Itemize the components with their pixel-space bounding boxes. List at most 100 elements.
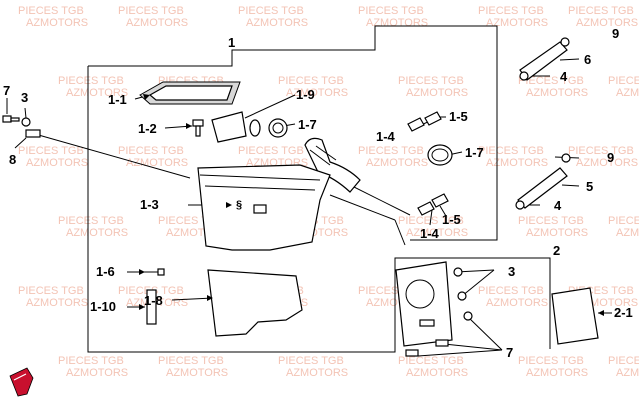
part-intake-hose: [304, 137, 361, 193]
callout-1: 1: [228, 35, 235, 50]
watermark-line2: AZMOTORS: [66, 87, 128, 99]
watermark-line2: AZMOTORS: [406, 227, 468, 239]
callout-3b: 3: [508, 264, 515, 279]
watermark-line1: PIECES TGB: [18, 285, 84, 297]
callout-1-3: 1-3: [140, 197, 159, 212]
watermark-line1: PIECES TGB: [398, 355, 464, 367]
watermark-line1: PIECES TGB: [18, 5, 84, 17]
callout-arrowheads: [139, 94, 604, 316]
callout-2-1: 2-1: [614, 305, 633, 320]
callout-1-1: 1-1: [108, 92, 127, 107]
watermark-line2: AZMOTORS: [126, 157, 188, 169]
watermark-line2: AZMOTORS: [126, 17, 188, 29]
callout-1-7b: 1-7: [465, 145, 484, 160]
part-bracket: [395, 261, 473, 357]
callout-2: 2: [553, 243, 560, 258]
watermark-line1: PIECES TGB: [238, 5, 304, 17]
assembly-1-boundary: [87, 66, 551, 353]
part-clamps-lower: [417, 193, 449, 216]
callout-5: 5: [586, 179, 593, 194]
callout-1-7a: 1-7: [298, 117, 317, 132]
watermark-line2: AZMOTORS: [66, 367, 128, 379]
watermark-line2: AZMOTORS: [166, 367, 228, 379]
watermark-line1: PIECES TGB: [478, 5, 544, 17]
part-hose-5: [515, 153, 571, 210]
watermark-line2: AZMOTORS: [26, 17, 88, 29]
watermark-line1: PIECES TGB: [518, 355, 584, 367]
callout-4b: 4: [554, 198, 562, 213]
watermark-line1: PIECES TGB: [478, 285, 544, 297]
callout-1-4b: 1-4: [420, 226, 440, 241]
callout-8: 8: [9, 152, 16, 167]
callout-1-5a: 1-5: [449, 109, 468, 124]
watermark-line2: AZMOTORS: [406, 87, 468, 99]
part-filter-lid: [139, 81, 241, 105]
watermark-line1: PIECES TGB: [18, 145, 84, 157]
watermark-line2: AZMOTORS: [486, 157, 548, 169]
watermark-line1: PIECES TGB: [278, 75, 344, 87]
watermark-line2: AZMOTORS: [26, 157, 88, 169]
callout-1-9: 1-9: [296, 87, 315, 102]
watermark-line2: AZMOTORS: [616, 367, 639, 379]
part-filter-element: [211, 111, 261, 143]
watermark-line2: AZMOTORS: [26, 297, 88, 309]
watermark-line2: AZMOTORS: [526, 367, 588, 379]
part-bottom-cover: [207, 269, 303, 337]
watermark-line2: AZMOTORS: [66, 227, 128, 239]
watermark-line1: PIECES TGB: [58, 215, 124, 227]
shield-logo-icon: [9, 367, 34, 397]
watermark-line2: AZMOTORS: [616, 227, 639, 239]
callout-7a: 7: [3, 83, 10, 98]
watermark-line2: AZMOTORS: [286, 87, 348, 99]
part-sensor-1-6: [145, 268, 165, 276]
watermark-line2: AZMOTORS: [526, 227, 588, 239]
watermark-line2: AZMOTORS: [486, 17, 548, 29]
callout-4a: 4: [560, 69, 568, 84]
watermark-line1: PIECES TGB: [518, 215, 584, 227]
part-airbox-body: §: [197, 164, 331, 251]
watermark-line1: PIECES TGB: [358, 145, 424, 157]
watermark-line1: PIECES TGB: [158, 355, 224, 367]
callout-1-4a: 1-4: [376, 129, 396, 144]
watermark-line1: PIECES TGB: [608, 355, 639, 367]
callout-labels: 1 1-1 1-2 1-9 1-7 1-3 1-4 1-5 1-7 1-5 1-…: [3, 26, 633, 360]
watermark-line2: AZMOTORS: [366, 157, 428, 169]
watermark-line1: PIECES TGB: [278, 355, 344, 367]
watermark-line1: PIECES TGB: [518, 75, 584, 87]
watermark-line2: AZMOTORS: [576, 17, 638, 29]
part-clamp-ring-1-7b: [427, 144, 453, 166]
watermark-line1: PIECES TGB: [58, 75, 124, 87]
callout-1-2: 1-2: [138, 121, 157, 136]
part-hose-6: [519, 37, 570, 81]
callout-3a: 3: [21, 90, 28, 105]
watermark-line1: PIECES TGB: [118, 5, 184, 17]
watermark-line1: PIECES TGB: [398, 75, 464, 87]
watermark-line2: AZMOTORS: [576, 157, 638, 169]
part-bolt-left: [2, 115, 41, 138]
part-drain-tube: [146, 289, 157, 325]
watermark-line1: PIECES TGB: [568, 5, 634, 17]
watermark-line2: AZMOTORS: [286, 367, 348, 379]
watermark-line2: AZMOTORS: [246, 17, 308, 29]
part-clamps-upper: [407, 111, 442, 132]
watermark-line1: PIECES TGB: [478, 145, 544, 157]
screw-symbol: §: [236, 199, 242, 211]
part-clamp-ring-1-7a: [268, 118, 288, 138]
watermark-line1: PIECES TGB: [608, 75, 639, 87]
part-screw-1-2: [192, 119, 204, 137]
callout-7b: 7: [506, 345, 513, 360]
part-plate-2-1: [551, 287, 599, 345]
watermark-line2: AZMOTORS: [406, 367, 468, 379]
callout-1-5b: 1-5: [442, 212, 461, 227]
callout-1-6: 1-6: [96, 264, 115, 279]
watermark-line2: AZMOTORS: [486, 297, 548, 309]
callout-9b: 9: [607, 150, 614, 165]
watermark-line1: PIECES TGB: [58, 355, 124, 367]
callout-6: 6: [584, 52, 591, 67]
watermark-line1: PIECES TGB: [358, 5, 424, 17]
callout-1-10: 1-10: [90, 299, 116, 314]
watermark-line1: PIECES TGB: [118, 145, 184, 157]
watermark-line2: AZMOTORS: [616, 87, 639, 99]
watermark-line1: PIECES TGB: [608, 215, 639, 227]
